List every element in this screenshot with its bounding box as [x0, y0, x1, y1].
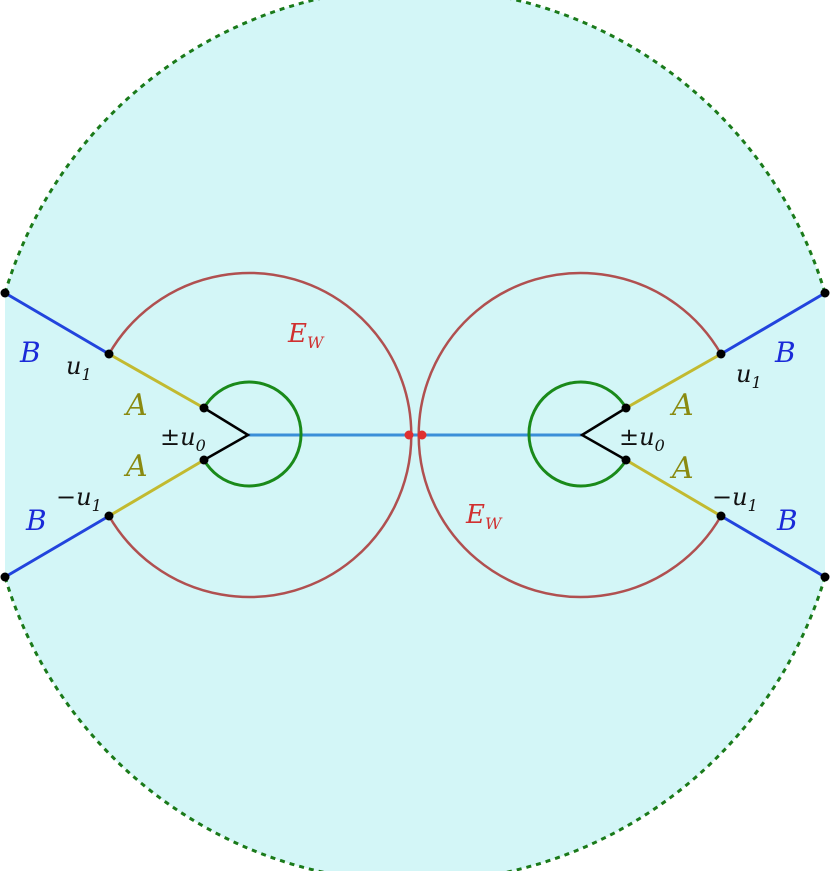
point-outer-left-bottom	[0, 572, 10, 582]
segment-b-left-bottom	[4, 514, 110, 579]
label-u1-left-top: u1	[66, 352, 92, 384]
label-a-left-bottom: A	[123, 449, 148, 484]
segment-b-right-bottom	[720, 514, 826, 579]
segment-b-right-top	[720, 291, 826, 356]
label-b-right-top: B	[774, 336, 796, 369]
point-outer-left-top	[0, 288, 10, 298]
inner-circle-left	[202, 380, 303, 488]
point-neg-u1-right	[716, 511, 726, 521]
outer-boundary-top-arc	[3, 0, 827, 294]
point-u1-left	[104, 349, 114, 359]
red-point-left	[404, 430, 414, 440]
label-b-left-bottom: B	[25, 504, 47, 537]
point-u0-left-bottom	[199, 455, 209, 465]
wedge-left	[203, 406, 251, 462]
segment-b-left-top	[4, 291, 110, 356]
label-u1-right-top: u1	[736, 360, 762, 392]
point-u1-right	[716, 349, 726, 359]
point-u0-right-top	[621, 403, 631, 413]
label-ew-right: EW	[465, 500, 503, 533]
point-outer-right-bottom	[820, 572, 830, 582]
label-a-right-top: A	[669, 388, 694, 423]
label-ew-left: EW	[287, 319, 325, 352]
point-u0-right-bottom	[621, 455, 631, 465]
label-b-right-bottom: B	[776, 504, 798, 537]
label-a-right-bottom: A	[669, 451, 694, 486]
wedge-right	[579, 406, 627, 462]
label-a-left-top: A	[123, 388, 148, 423]
segment-a-right-bottom	[625, 458, 722, 518]
label-neg-u1-left: −u1	[56, 483, 102, 515]
point-u0-left-top	[199, 403, 209, 413]
label-neg-u1-right: −u1	[712, 483, 758, 515]
inner-circle-right	[527, 380, 628, 488]
point-outer-right-top	[820, 288, 830, 298]
label-b-left-top: B	[19, 336, 41, 369]
outer-boundary-bottom-arc	[3, 576, 827, 871]
segment-a-right-top	[625, 352, 722, 410]
segment-a-left-top	[108, 352, 205, 410]
label-pm-u0-left: ±u0	[160, 423, 206, 455]
red-point-right	[417, 430, 427, 440]
segment-a-left-bottom	[108, 458, 205, 518]
label-pm-u0-right: ±u0	[619, 423, 665, 455]
point-neg-u1-left	[104, 511, 114, 521]
